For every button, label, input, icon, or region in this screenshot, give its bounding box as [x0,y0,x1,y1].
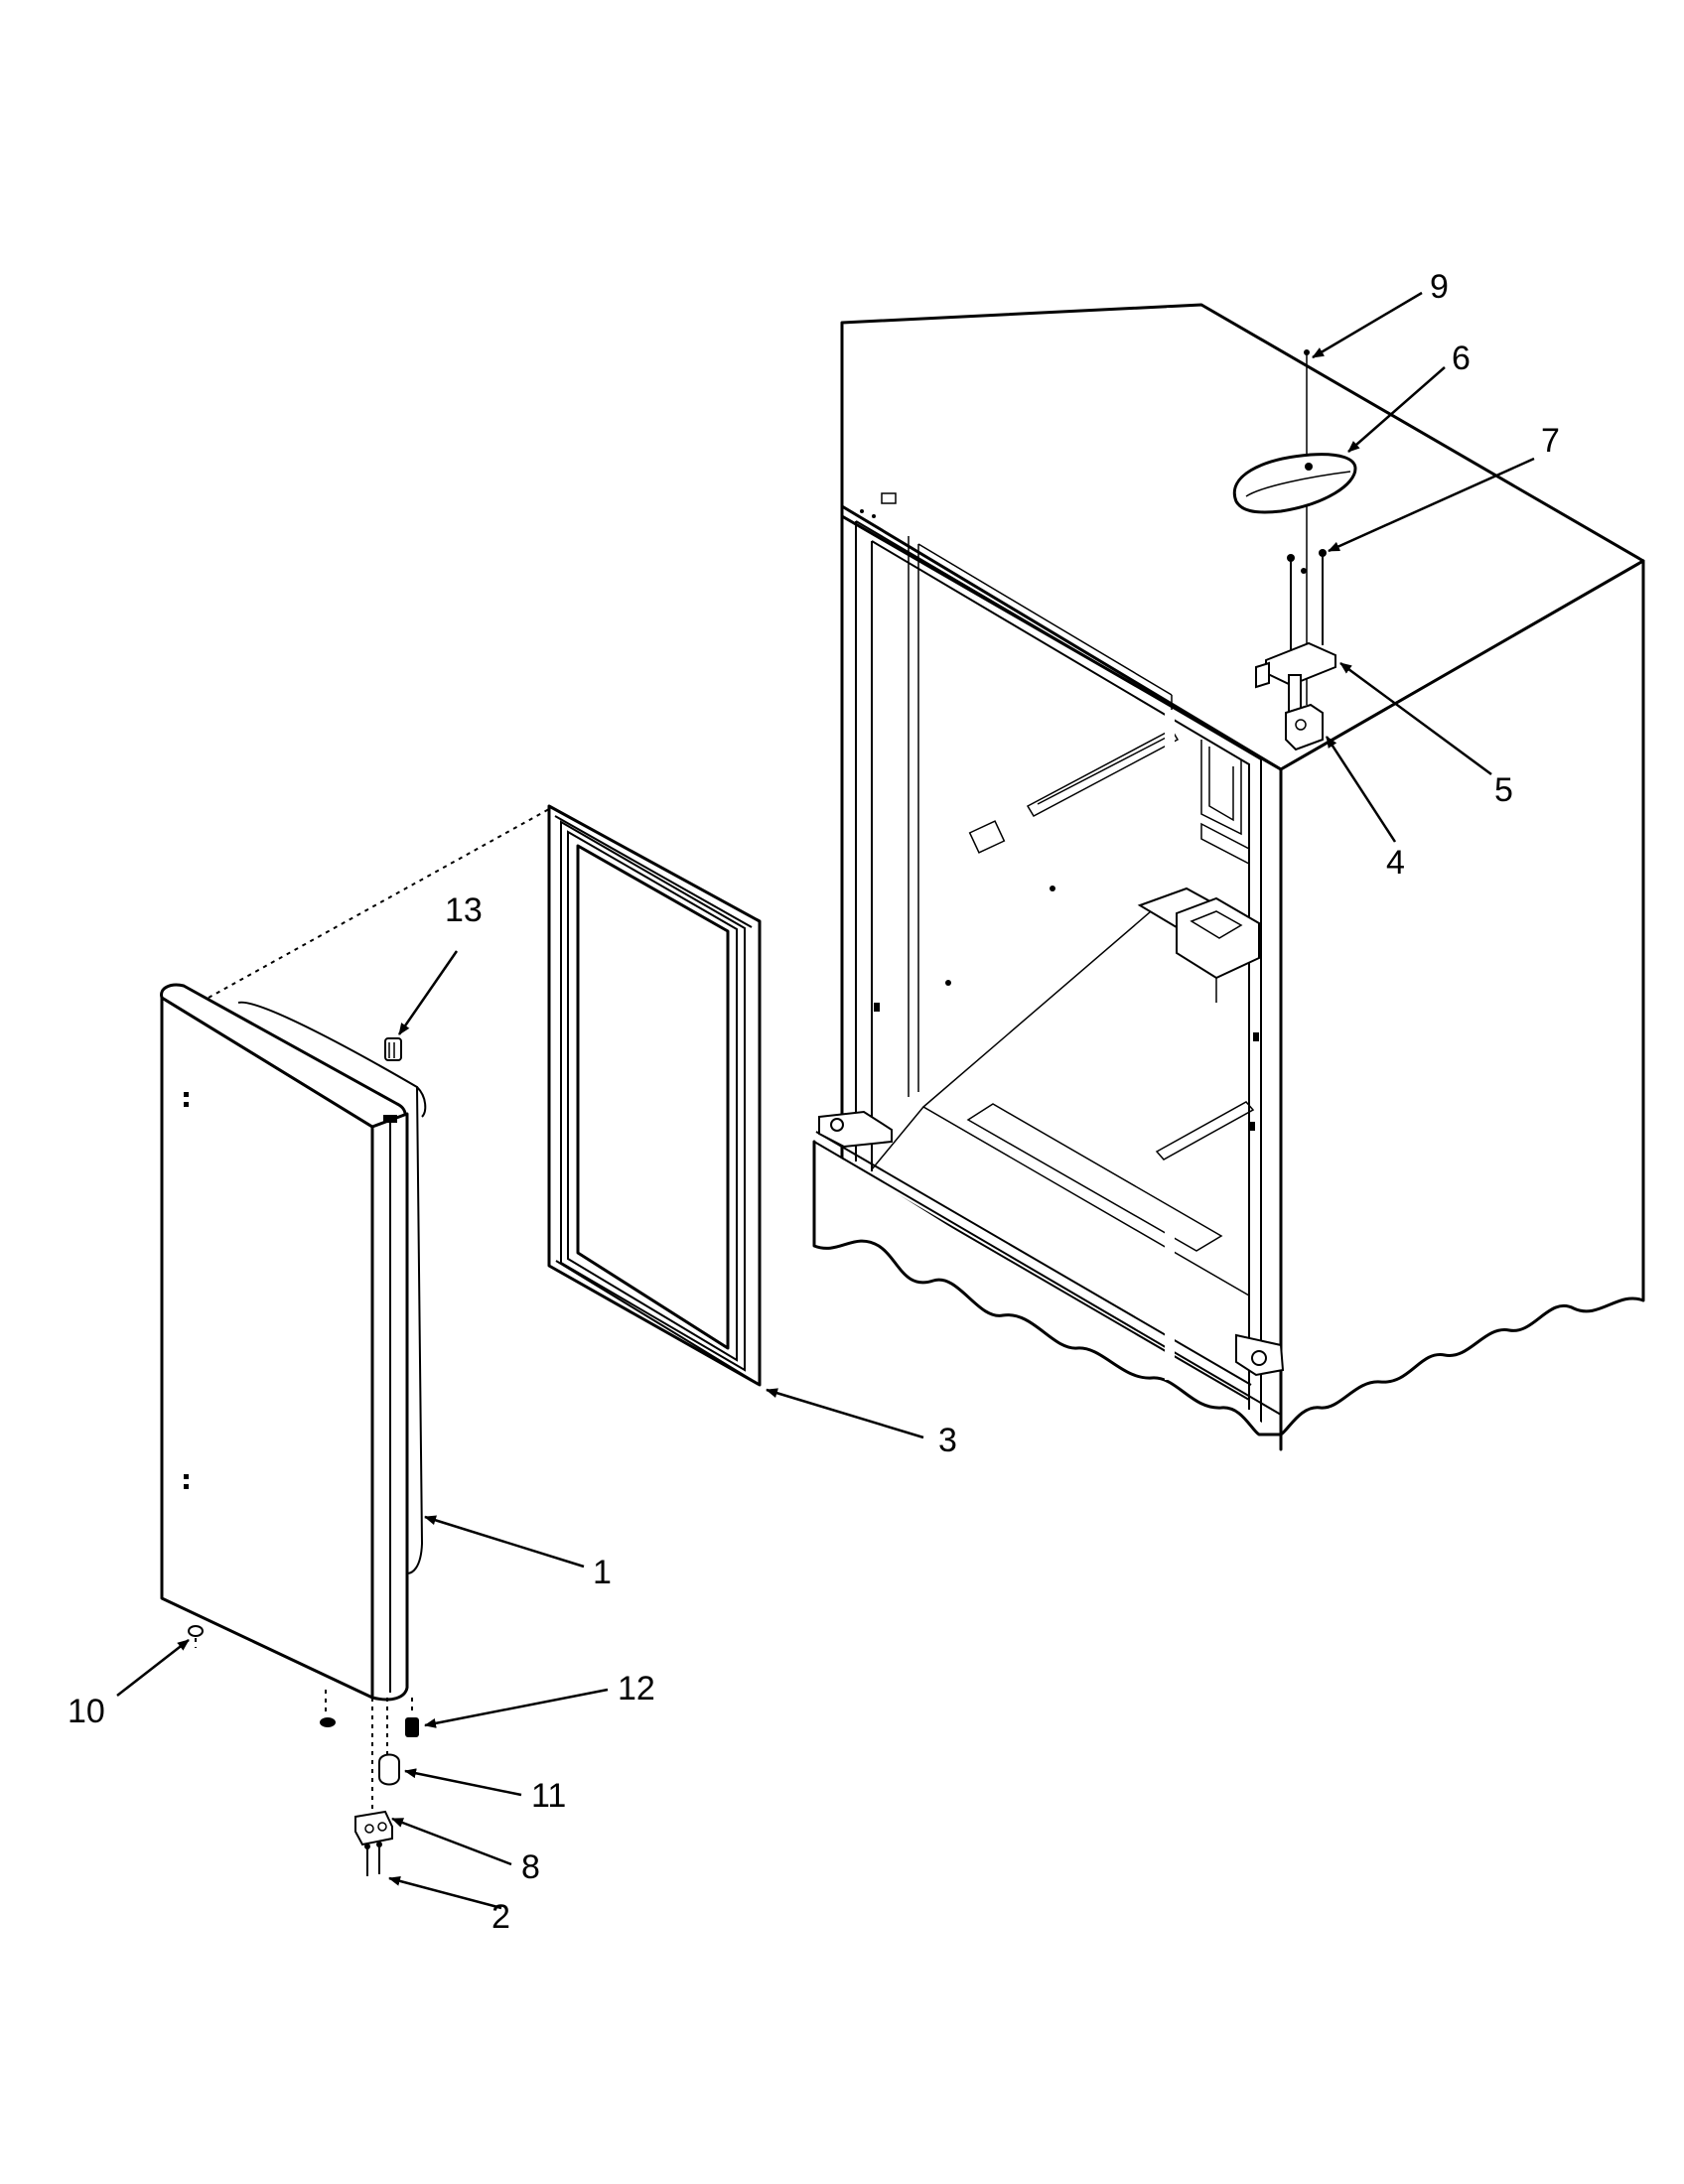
leader-8 [391,1817,512,1866]
leader-5 [1339,661,1492,776]
door-gasket [547,804,762,1387]
leader-11 [404,1768,522,1797]
hinge-screws-7 [1287,549,1327,650]
callout-3: 3 [938,1422,957,1459]
leader-2 [388,1875,502,1910]
alignment-line [208,808,550,999]
leader-6 [1347,366,1446,453]
callout-2: 2 [491,1898,510,1936]
leader-7 [1328,457,1535,553]
callout-7: 7 [1541,422,1560,460]
callout-8: 8 [521,1848,540,1886]
bottom-hinge-8 [354,1698,393,1846]
washer-11 [378,1698,400,1786]
callout-11: 11 [531,1777,566,1815]
callout-1: 1 [593,1554,612,1591]
cabinet [812,303,1645,1451]
leader-10 [116,1639,190,1697]
callout-4: 4 [1386,844,1405,882]
leader-4 [1325,736,1397,843]
callout-13: 13 [445,891,483,929]
door-assembly [160,983,427,1702]
plug-10 [188,1625,204,1648]
leader-12 [424,1688,609,1728]
bushing-13 [384,1037,402,1061]
plug-bottom [320,1690,336,1727]
callout-10: 10 [68,1693,105,1730]
leader-3 [766,1388,924,1439]
callout-6: 6 [1452,340,1471,377]
leader-13 [397,950,459,1035]
callout-5: 5 [1494,771,1513,809]
callout-9: 9 [1430,268,1449,306]
leader-1 [424,1515,585,1569]
callout-12: 12 [618,1670,655,1707]
leader-9 [1312,291,1423,359]
hinge-bracket-4 [1285,703,1324,751]
hinge-screws-2 [364,1842,382,1876]
hinge-cover-6 [1232,453,1357,514]
bushing-12 [405,1698,419,1737]
